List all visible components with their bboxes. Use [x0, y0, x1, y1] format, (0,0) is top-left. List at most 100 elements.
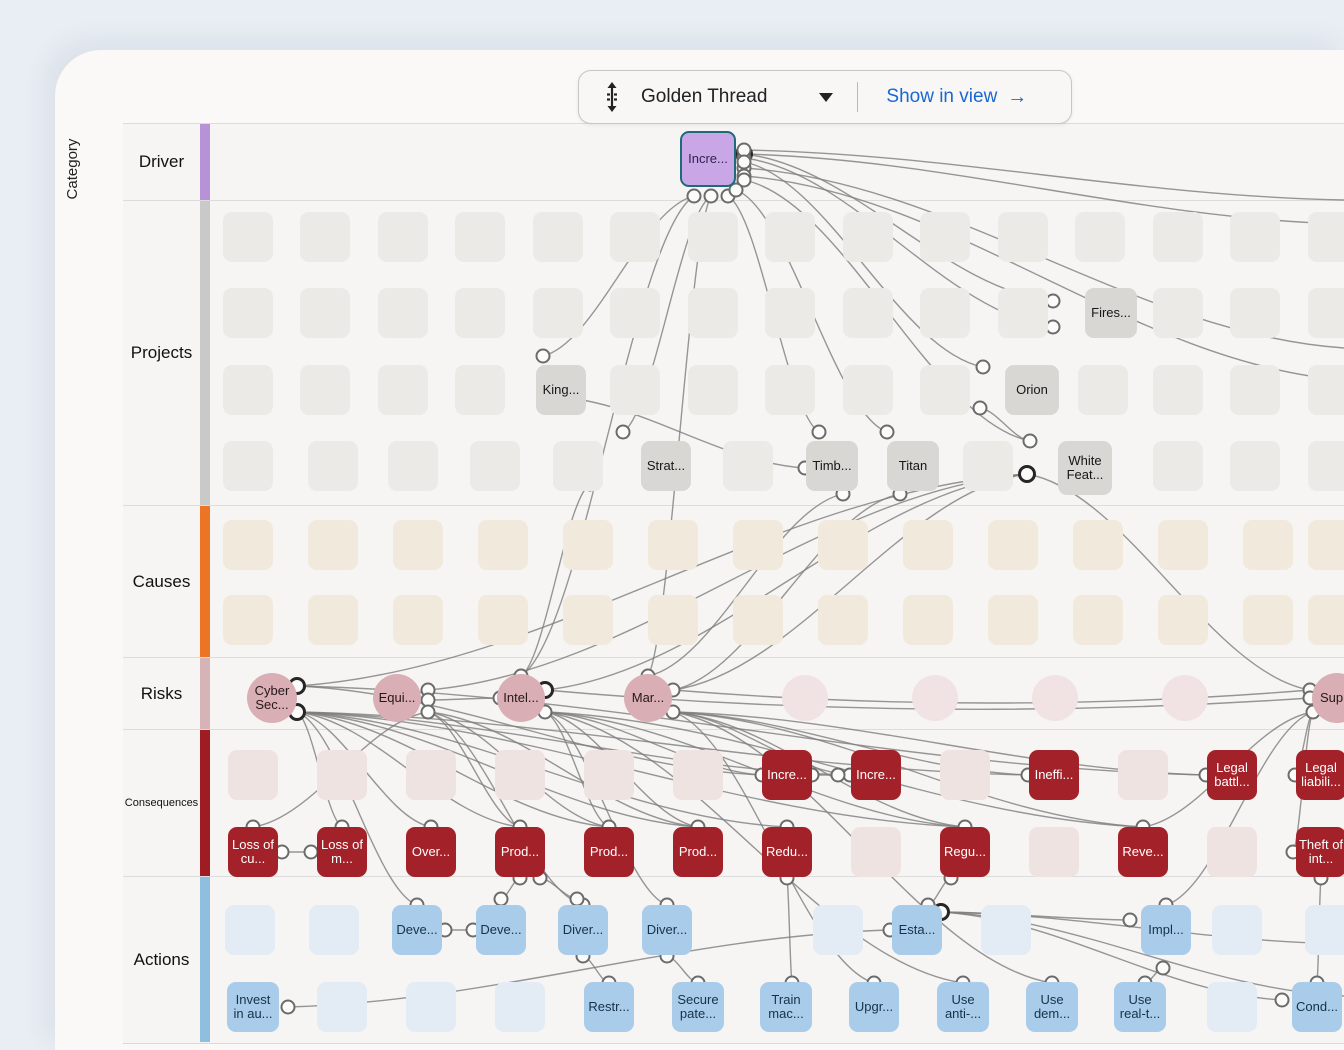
diagram-node-faded[interactable]	[495, 750, 545, 800]
diagram-node-faded[interactable]	[733, 595, 783, 645]
diagram-node-faded[interactable]	[648, 595, 698, 645]
diagram-node[interactable]: Cond...	[1292, 982, 1342, 1032]
diagram-node-faded[interactable]	[818, 595, 868, 645]
diagram-node-faded[interactable]	[1230, 365, 1280, 415]
diagram-node[interactable]: Timb...	[806, 441, 858, 491]
diagram-node-faded[interactable]	[563, 595, 613, 645]
diagram-node-faded[interactable]	[981, 905, 1031, 955]
diagram-node-faded[interactable]	[813, 905, 863, 955]
diagram-node[interactable]: Restr...	[584, 982, 634, 1032]
diagram-node[interactable]: Secure pate...	[672, 982, 724, 1032]
diagram-node[interactable]: Theft of int...	[1296, 827, 1344, 877]
diagram-node-faded[interactable]	[1230, 212, 1280, 262]
diagram-node[interactable]: Deve...	[392, 905, 442, 955]
diagram-node-faded[interactable]	[765, 212, 815, 262]
diagram-node[interactable]: Invest in au...	[227, 982, 279, 1032]
diagram-node[interactable]: Redu...	[762, 827, 812, 877]
diagram-node-faded[interactable]	[1153, 288, 1203, 338]
diagram-node-faded[interactable]	[378, 365, 428, 415]
diagram-node-faded[interactable]	[300, 365, 350, 415]
diagram-node-faded[interactable]	[1308, 365, 1344, 415]
diagram-node[interactable]: Prod...	[584, 827, 634, 877]
diagram-node[interactable]: Loss of m...	[317, 827, 367, 877]
diagram-node[interactable]: Train mac...	[760, 982, 812, 1032]
diagram-node-faded[interactable]	[920, 288, 970, 338]
diagram-node-faded[interactable]	[1230, 288, 1280, 338]
diagram-node-faded[interactable]	[1073, 595, 1123, 645]
diagram-node[interactable]: Diver...	[642, 905, 692, 955]
diagram-node-faded[interactable]	[688, 365, 738, 415]
diagram-node-faded[interactable]	[818, 520, 868, 570]
diagram-node-faded[interactable]	[940, 750, 990, 800]
diagram-node-faded[interactable]	[533, 288, 583, 338]
diagram-node-faded[interactable]	[765, 365, 815, 415]
diagram-node-faded[interactable]	[455, 365, 505, 415]
diagram-node[interactable]: Diver...	[558, 905, 608, 955]
diagram-node-faded[interactable]	[300, 212, 350, 262]
diagram-node[interactable]: Reve...	[1118, 827, 1168, 877]
diagram-node-faded[interactable]	[903, 595, 953, 645]
diagram-node-faded[interactable]	[1308, 212, 1344, 262]
diagram-node[interactable]: Prod...	[673, 827, 723, 877]
diagram-node[interactable]: White Feat...	[1058, 441, 1112, 495]
diagram-node-faded[interactable]	[225, 905, 275, 955]
diagram-node[interactable]: Fires...	[1085, 288, 1137, 338]
diagram-node-faded[interactable]	[1078, 365, 1128, 415]
diagram-node-faded[interactable]	[378, 288, 428, 338]
diagram-node-faded[interactable]	[1243, 520, 1293, 570]
diagram-node-faded[interactable]	[1308, 288, 1344, 338]
diagram-node[interactable]: Intel...	[497, 674, 545, 722]
diagram-node-faded[interactable]	[223, 288, 273, 338]
diagram-node[interactable]: Equi...	[373, 674, 421, 722]
diagram-node-faded[interactable]	[1243, 595, 1293, 645]
diagram-node-faded[interactable]	[1153, 365, 1203, 415]
diagram-node-faded[interactable]	[470, 441, 520, 491]
diagram-node[interactable]: Mar...	[624, 674, 672, 722]
show-in-view-button[interactable]: Show in view →	[886, 86, 1027, 109]
diagram-node-faded[interactable]	[495, 982, 545, 1032]
diagram-node-faded[interactable]	[223, 365, 273, 415]
diagram-node[interactable]: Loss of cu...	[228, 827, 278, 877]
diagram-node-faded[interactable]	[223, 212, 273, 262]
diagram-node-faded[interactable]	[920, 212, 970, 262]
diagram-node-faded[interactable]	[228, 750, 278, 800]
diagram-node-faded[interactable]	[478, 520, 528, 570]
diagram-node-faded[interactable]	[317, 982, 367, 1032]
diagram-node[interactable]: Upgr...	[849, 982, 899, 1032]
diagram-node-faded[interactable]	[378, 212, 428, 262]
diagram-node-faded[interactable]	[1153, 212, 1203, 262]
diagram-node-faded[interactable]	[912, 675, 958, 721]
diagram-node-faded[interactable]	[610, 365, 660, 415]
chevron-down-icon[interactable]	[819, 92, 834, 102]
diagram-node-faded[interactable]	[393, 520, 443, 570]
diagram-node-faded[interactable]	[1073, 520, 1123, 570]
diagram-node[interactable]: Legal liabili...	[1296, 750, 1344, 800]
diagram-node-faded[interactable]	[300, 288, 350, 338]
diagram-node-faded[interactable]	[317, 750, 367, 800]
diagram-node-faded[interactable]	[610, 288, 660, 338]
diagram-node-faded[interactable]	[308, 441, 358, 491]
diagram-node-faded[interactable]	[1075, 212, 1125, 262]
diagram-node-faded[interactable]	[1207, 827, 1257, 877]
diagram-node-faded[interactable]	[843, 365, 893, 415]
diagram-node-faded[interactable]	[998, 212, 1048, 262]
diagram-node[interactable]: Use anti-...	[937, 982, 989, 1032]
diagram-node-faded[interactable]	[843, 212, 893, 262]
diagram-node-faded[interactable]	[1308, 441, 1344, 491]
diagram-node[interactable]: Impl...	[1141, 905, 1191, 955]
diagram-node-faded[interactable]	[1153, 441, 1203, 491]
diagram-node-faded[interactable]	[988, 520, 1038, 570]
diagram-node-faded[interactable]	[920, 365, 970, 415]
diagram-node-faded[interactable]	[610, 212, 660, 262]
diagram-node-faded[interactable]	[455, 288, 505, 338]
diagram-node-faded[interactable]	[223, 595, 273, 645]
diagram-node[interactable]: Incre...	[851, 750, 901, 800]
diagram-node-faded[interactable]	[851, 827, 901, 877]
diagram-node-faded[interactable]	[563, 520, 613, 570]
diagram-node[interactable]: Prod...	[495, 827, 545, 877]
diagram-node-faded[interactable]	[393, 595, 443, 645]
diagram-node-faded[interactable]	[903, 520, 953, 570]
diagram-node-faded[interactable]	[963, 441, 1013, 491]
diagram-node-faded[interactable]	[309, 905, 359, 955]
diagram-node-faded[interactable]	[998, 288, 1048, 338]
